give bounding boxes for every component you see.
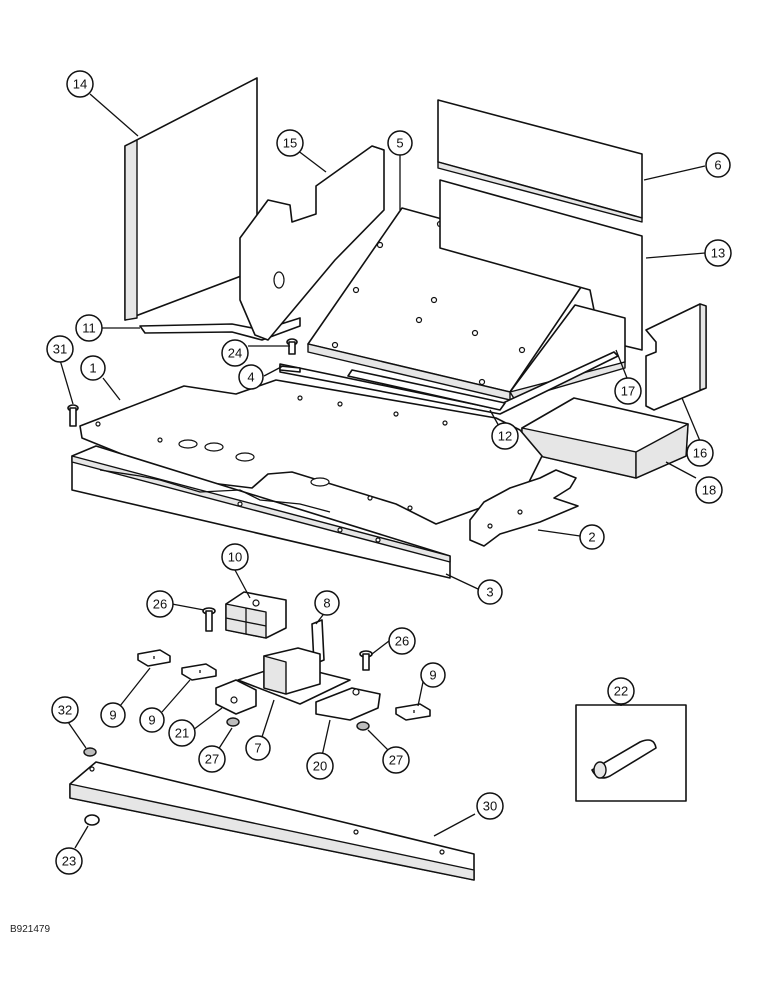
svg-text:13: 13: [711, 246, 725, 261]
svg-text:11: 11: [82, 321, 96, 336]
svg-text:27: 27: [389, 753, 403, 768]
svg-text:32: 32: [58, 703, 72, 718]
pipe-detail: [591, 739, 657, 779]
callout-4: 4: [238, 364, 264, 390]
svg-text:26: 26: [153, 597, 167, 612]
callout-7: 7: [245, 735, 271, 761]
callout-18: 18: [695, 476, 723, 504]
svg-text:20: 20: [313, 759, 327, 774]
callout-6: 6: [705, 152, 731, 178]
callout-5: 5: [387, 130, 413, 156]
callout-14: 14: [66, 70, 94, 98]
svg-text:4: 4: [247, 370, 254, 385]
panel-15: [239, 145, 385, 341]
callout-12: 12: [491, 422, 519, 450]
svg-text:6: 6: [714, 158, 721, 173]
leader-lines: [59, 93, 706, 849]
pad-9-c: [395, 703, 431, 721]
bolt-26-left: [202, 607, 216, 632]
svg-text:26: 26: [395, 634, 409, 649]
inset-22: [575, 704, 687, 802]
drawing-code: B921479: [10, 924, 50, 935]
svg-text:3: 3: [486, 585, 493, 600]
callout-24: 24: [221, 339, 249, 367]
svg-text:8: 8: [323, 596, 330, 611]
bolt-24: [286, 338, 298, 355]
mat-2: [469, 469, 579, 547]
svg-text:23: 23: [62, 854, 76, 869]
callout-17: 17: [614, 377, 642, 405]
callout-2: 2: [579, 524, 605, 550]
callout-15: 15: [276, 129, 304, 157]
svg-text:22: 22: [614, 684, 628, 699]
floor-plate-1-holes: [95, 395, 448, 511]
callout-26-right: 26: [388, 627, 416, 655]
callout-10: 10: [221, 543, 249, 571]
callout-9-b: 9: [139, 707, 165, 733]
rail-30: [69, 761, 475, 881]
svg-text:24: 24: [228, 346, 242, 361]
svg-text:7: 7: [254, 741, 261, 756]
svg-text:30: 30: [483, 799, 497, 814]
svg-text:9: 9: [148, 713, 155, 728]
plug-23: [84, 814, 100, 826]
svg-text:9: 9: [109, 708, 116, 723]
svg-text:5: 5: [396, 136, 403, 151]
callout-11: 11: [75, 314, 103, 342]
callout-13: 13: [704, 239, 732, 267]
callout-9-a: 9: [100, 702, 126, 728]
channel-3: [71, 445, 451, 579]
svg-text:1: 1: [89, 361, 96, 376]
panel-14: [124, 77, 258, 321]
callouts: 14 15 5 6 13 11 31 1 24 4 17 12 16 18 2 …: [46, 70, 732, 875]
svg-text:16: 16: [693, 446, 707, 461]
svg-text:27: 27: [205, 752, 219, 767]
svg-text:31: 31: [53, 342, 67, 357]
callout-9-c: 9: [420, 662, 446, 688]
svg-text:9: 9: [429, 668, 436, 683]
svg-text:21: 21: [175, 726, 189, 741]
callout-32: 32: [51, 696, 79, 724]
mount-7: [237, 647, 351, 705]
pad-18: [521, 397, 689, 479]
bolt-31: [67, 404, 79, 427]
callout-27-right: 27: [382, 746, 410, 774]
callout-20: 20: [306, 752, 334, 780]
svg-text:17: 17: [621, 384, 635, 399]
svg-text:12: 12: [498, 429, 512, 444]
nut-32: [83, 747, 97, 757]
panel-6: [437, 99, 643, 223]
callout-16: 16: [686, 439, 714, 467]
block-10: [225, 591, 287, 639]
callout-3: 3: [477, 579, 503, 605]
callout-26-left: 26: [146, 590, 174, 618]
svg-text:10: 10: [228, 550, 242, 565]
svg-text:14: 14: [73, 77, 87, 92]
callout-23: 23: [55, 847, 83, 875]
pad-9-a: [137, 649, 171, 667]
callout-27-left: 27: [198, 745, 226, 773]
callout-31: 31: [46, 335, 74, 363]
bracket-20: [315, 687, 381, 721]
pad-9-b: [181, 663, 217, 681]
callout-1: 1: [80, 355, 106, 381]
bolt-26-right: [359, 650, 373, 671]
part-4: [279, 365, 301, 373]
callout-8: 8: [314, 590, 340, 616]
nut-27-right: [356, 721, 370, 731]
nut-27-left: [226, 717, 240, 727]
callout-22: 22: [607, 677, 635, 705]
svg-text:2: 2: [588, 530, 595, 545]
svg-text:18: 18: [702, 483, 716, 498]
block-16: [645, 303, 707, 411]
callout-30: 30: [476, 792, 504, 820]
bracket-21: [215, 679, 257, 715]
callout-21: 21: [168, 719, 196, 747]
svg-text:15: 15: [283, 136, 297, 151]
